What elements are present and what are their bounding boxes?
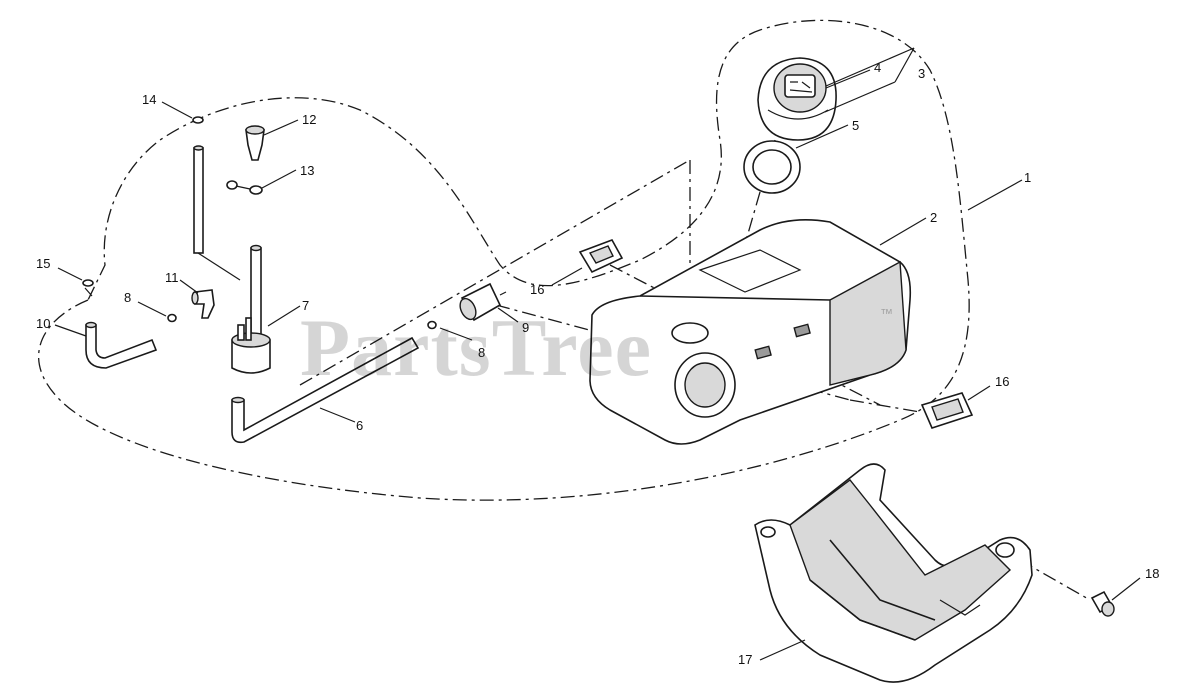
- callout-18: 18: [1145, 566, 1159, 581]
- part-11-elbow: [191, 289, 215, 319]
- part-5-gasket: [743, 140, 801, 194]
- part-18-screw: [1090, 590, 1115, 617]
- vent-tube: [193, 145, 241, 281]
- callout-8-left: 8: [124, 290, 131, 305]
- leader-lines: [54, 47, 1141, 661]
- callout-8-right: 8: [478, 345, 485, 360]
- callout-11: 11: [165, 270, 179, 285]
- callout-7: 7: [302, 298, 309, 313]
- callout-2: 2: [930, 210, 937, 225]
- callout-16-left: 16: [530, 282, 544, 297]
- callout-5: 5: [852, 118, 859, 133]
- part-2-fuel-tank: [589, 218, 912, 445]
- callout-1: 1: [1024, 170, 1031, 185]
- part-6-hose: [231, 336, 420, 444]
- part-7-grommet: [231, 317, 271, 374]
- callout-10: 10: [36, 316, 50, 331]
- callout-6: 6: [356, 418, 363, 433]
- part-12-knob: [245, 125, 265, 161]
- assembly-outline-main: [38, 19, 970, 501]
- part-16-grommet-b: [920, 392, 974, 429]
- callout-13: 13: [300, 163, 314, 178]
- callout-3: 3: [918, 66, 925, 81]
- pickup-tube: [250, 244, 262, 341]
- callout-4: 4: [874, 60, 881, 75]
- part-14-washer: [192, 116, 204, 124]
- part-10-hose: [85, 321, 158, 369]
- part-4-fuel-cap: [757, 57, 837, 141]
- callout-14: 14: [142, 92, 156, 107]
- callout-9: 9: [522, 320, 529, 335]
- callout-15: 15: [36, 256, 50, 271]
- part-16-grommet-a: [578, 239, 624, 274]
- explode-line-bracket: [849, 399, 921, 413]
- part-13-clip: [226, 180, 263, 195]
- callout-16-right: 16: [995, 374, 1009, 389]
- explode-line-hose: [299, 159, 691, 386]
- part-15-clip: [82, 279, 94, 297]
- watermark-trademark: ™: [880, 306, 893, 321]
- watermark-text: PartsTree: [300, 302, 652, 393]
- part-8-ring-b: [427, 320, 437, 330]
- part-9-filter: [459, 282, 507, 322]
- part-8-ring-a: [167, 313, 177, 323]
- callout-17: 17: [738, 652, 752, 667]
- part-17-guard: [754, 463, 1033, 683]
- callout-12: 12: [302, 112, 316, 127]
